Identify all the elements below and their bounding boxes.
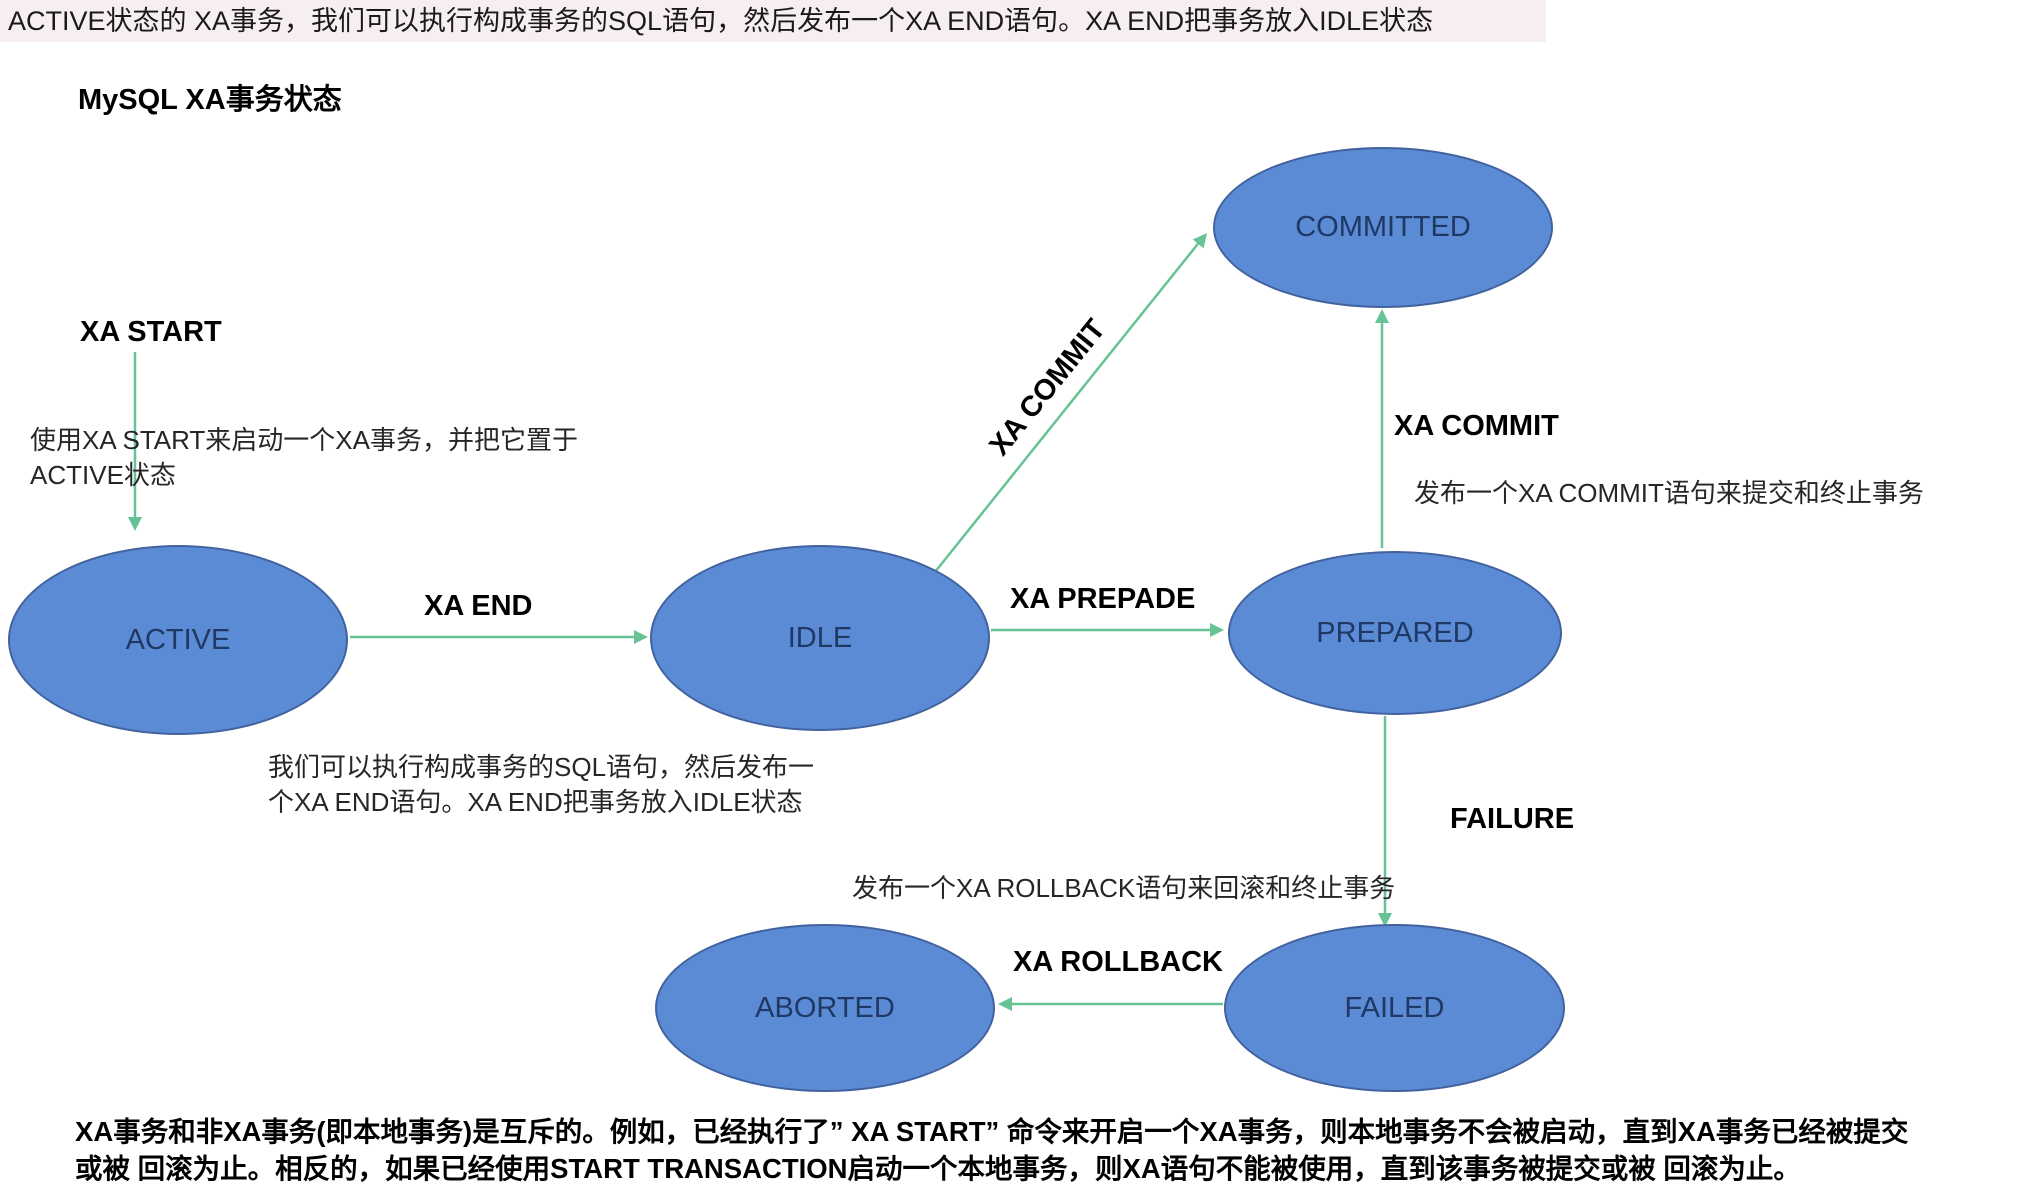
- note-xa-start: 使用XA START来启动一个XA事务，并把它置于 ACTIVE状态: [30, 425, 578, 490]
- label-xa-commit-diagonal: XA COMMIT: [983, 313, 1112, 462]
- label-xa-prepade: XA PREPADE: [1010, 583, 1196, 615]
- edge-xa-end-arrowhead: [634, 630, 648, 644]
- footer-line-2: 或被 回滚为止。相反的，如果已经使用START TRANSACTION启动一个本…: [75, 1153, 1801, 1184]
- edge-xa-rollback-arrowhead: [998, 997, 1012, 1011]
- edge-xa-start-arrowhead: [128, 517, 142, 531]
- edge-xa-commit-diagonal-arrowhead: [1192, 233, 1207, 249]
- diagram-title: MySQL XA事务状态: [78, 84, 342, 116]
- note-xa-commit: 发布一个XA COMMIT语句来提交和终止事务: [1414, 478, 1924, 508]
- footer-paragraph: XA事务和非XA事务(即本地事务)是互斥的。例如，已经执行了” XA START…: [75, 1113, 2025, 1187]
- node-aborted: ABORTED: [655, 924, 995, 1092]
- node-active: ACTIVE: [8, 545, 348, 735]
- node-committed: COMMITTED: [1213, 147, 1553, 308]
- edge-xa-commit-diagonal-line: [934, 239, 1202, 573]
- node-idle: IDLE: [650, 545, 990, 731]
- note-idle: 我们可以执行构成事务的SQL语句，然后发布一 个XA END语句。XA END把…: [268, 752, 815, 817]
- note-xa-rollback: 发布一个XA ROLLBACK语句来回滚和终止事务: [852, 873, 1396, 903]
- label-xa-commit-vertical: XA COMMIT: [1394, 410, 1559, 442]
- node-failed: FAILED: [1224, 924, 1565, 1092]
- label-xa-start: XA START: [80, 316, 222, 348]
- label-failure: FAILURE: [1450, 803, 1575, 835]
- node-prepared: PREPARED: [1228, 551, 1562, 715]
- edge-xa-commit-vertical-arrowhead: [1375, 309, 1389, 323]
- label-xa-end: XA END: [424, 590, 533, 622]
- footer-line-1: XA事务和非XA事务(即本地事务)是互斥的。例如，已经执行了” XA START…: [75, 1116, 1909, 1147]
- label-xa-rollback: XA ROLLBACK: [1013, 946, 1223, 978]
- edge-xa-prepade-arrowhead: [1210, 623, 1224, 637]
- top-note-banner: ACTIVE状态的 XA事务，我们可以执行构成事务的SQL语句，然后发布一个XA…: [0, 0, 1546, 42]
